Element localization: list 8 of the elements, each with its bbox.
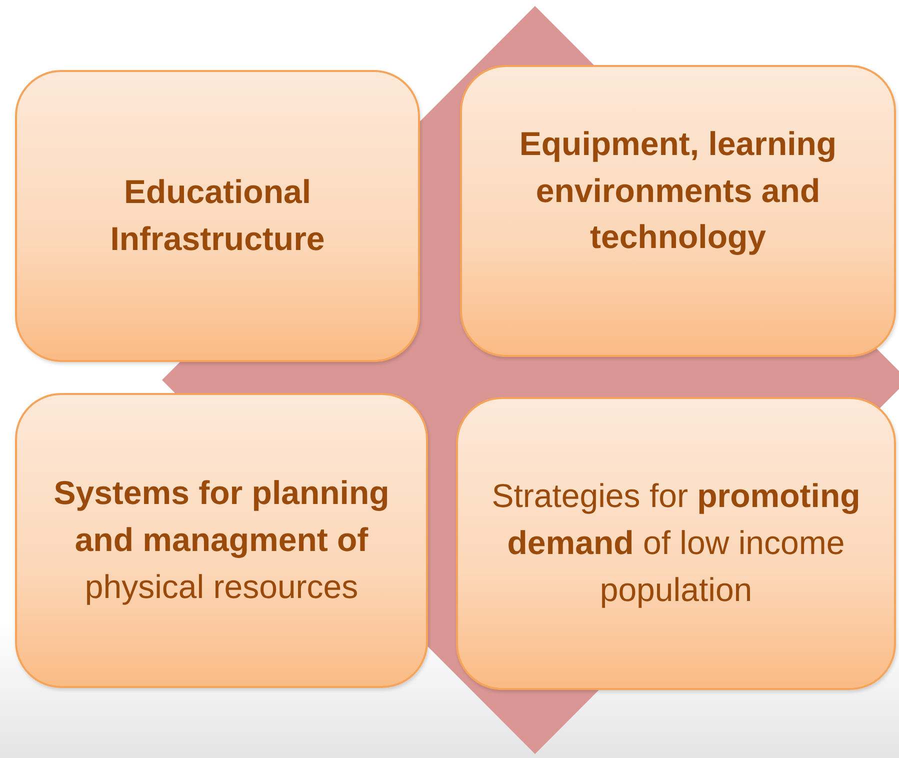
box-text: Strategies for promoting demand of low income population	[490, 476, 862, 610]
rounded-box	[15, 393, 428, 688]
rounded-box	[456, 397, 896, 690]
box-text: Educational Infrastructure	[109, 172, 326, 259]
box-text: Equipment, learning environments and technology	[518, 124, 838, 258]
box-text: Systems for planning and managment of physical resources	[52, 473, 390, 607]
rounded-box	[15, 70, 420, 362]
rounded-box	[460, 65, 896, 357]
